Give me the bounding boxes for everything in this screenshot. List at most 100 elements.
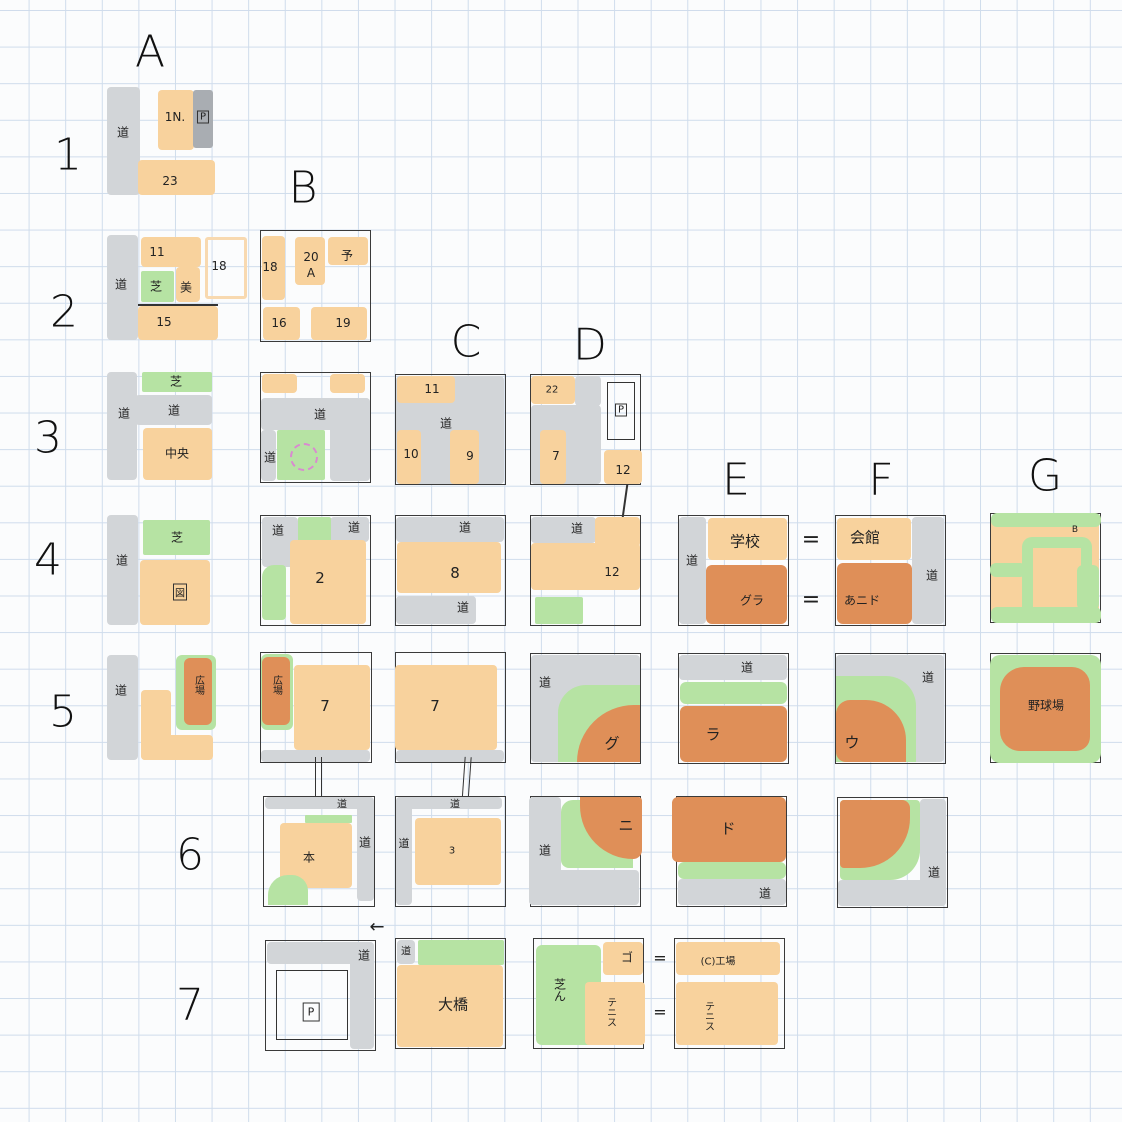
arrow-left-icon: ← xyxy=(369,916,385,938)
building-label: 7 xyxy=(320,697,330,715)
building-19 xyxy=(311,307,367,340)
building-7 xyxy=(540,430,566,484)
building-label: 12 xyxy=(615,463,631,477)
building-label: 11 xyxy=(149,245,165,259)
connector-line xyxy=(315,757,322,805)
row-header-2: 2 xyxy=(50,286,78,338)
road-label: 道 xyxy=(758,886,772,901)
building-23 xyxy=(138,160,215,195)
golf-building xyxy=(603,942,643,975)
road-label: 道 xyxy=(740,660,754,675)
road xyxy=(107,235,138,340)
road xyxy=(396,797,412,905)
road-label: 道 xyxy=(114,683,128,698)
road-label: 道 xyxy=(313,407,327,422)
column-header-f: F xyxy=(868,454,894,506)
building-label: 11 xyxy=(424,382,440,396)
column-header-b: B xyxy=(288,162,318,214)
block-frame xyxy=(263,796,375,907)
row-header-7: 7 xyxy=(176,979,204,1031)
block-frame xyxy=(530,374,641,485)
library-building xyxy=(140,560,210,625)
grass xyxy=(680,682,787,704)
building-label: 18 xyxy=(262,260,278,274)
grass-label: 芝ん xyxy=(552,978,567,1002)
road xyxy=(135,395,212,425)
building-7 xyxy=(395,665,497,750)
school-building xyxy=(708,518,787,560)
column-header-e: E xyxy=(722,454,750,506)
art-building xyxy=(176,267,200,302)
road xyxy=(838,880,946,906)
road-label: 道 xyxy=(927,865,941,880)
parking-icon: P xyxy=(196,110,210,124)
ground-label: グラ xyxy=(739,593,765,608)
road xyxy=(678,879,786,905)
building-label: 19 xyxy=(335,316,351,330)
golf-label: ゴ xyxy=(620,950,634,965)
block-frame xyxy=(260,515,371,626)
building-label: 7 xyxy=(430,697,440,715)
road-label: 道 xyxy=(538,843,552,858)
building-label: 12 xyxy=(604,565,620,579)
road-label: 道 xyxy=(456,600,470,615)
building-1n xyxy=(158,90,194,150)
baseball-label: 野球場 xyxy=(1027,698,1065,713)
tennis-label: テニス xyxy=(702,1001,714,1031)
block-frame xyxy=(530,515,641,626)
road xyxy=(107,87,140,195)
road xyxy=(107,655,138,760)
plaza-label: 広場 xyxy=(192,675,204,695)
grass xyxy=(298,517,331,542)
road-label: 道 xyxy=(925,568,939,583)
block-frame xyxy=(260,230,371,342)
road-label: 道 xyxy=(439,416,453,431)
ground-label: ウ xyxy=(844,733,860,752)
central-building xyxy=(143,428,212,480)
building-18 xyxy=(262,236,285,300)
ground-label: ラ xyxy=(705,725,721,744)
road xyxy=(679,655,787,680)
building-label: 15 xyxy=(156,315,172,329)
building-label: 8 xyxy=(450,564,460,582)
road-label: 道 xyxy=(398,837,410,850)
block-frame xyxy=(395,374,506,485)
ground-label: ニ xyxy=(618,816,634,835)
row-header-6: 6 xyxy=(176,829,204,881)
grass xyxy=(678,862,786,879)
block-frame xyxy=(837,797,948,908)
grass xyxy=(268,875,308,905)
road xyxy=(107,515,138,625)
road xyxy=(267,942,374,964)
road-label: 道 xyxy=(570,521,584,536)
road xyxy=(529,870,639,905)
building-label: 18 xyxy=(211,259,227,273)
building-label: 22 xyxy=(545,384,559,396)
road-label: 道 xyxy=(358,835,372,850)
ohashi-building xyxy=(397,965,503,1047)
road-label: 道 xyxy=(117,406,131,421)
building xyxy=(262,374,297,393)
column-header-a: A xyxy=(134,26,166,78)
block-frame xyxy=(835,515,946,626)
road xyxy=(396,517,504,542)
building-15 xyxy=(138,306,218,340)
ground xyxy=(837,563,912,624)
road-label: 道 xyxy=(685,553,699,568)
connector-equals: = xyxy=(653,948,667,968)
factory-label: (C)工場 xyxy=(700,956,736,968)
plaza xyxy=(184,658,212,725)
row-header-1: 1 xyxy=(54,129,82,181)
building-sublabel: A xyxy=(306,266,316,280)
road-label: 道 xyxy=(921,670,935,685)
hall-label: 会館 xyxy=(849,528,881,547)
road-label: 道 xyxy=(538,675,552,690)
block-frame xyxy=(674,938,785,1049)
building-label: 大橋 xyxy=(437,995,469,1014)
library-label: 図 xyxy=(173,583,187,601)
block-frame xyxy=(678,515,789,626)
grass-path xyxy=(1077,565,1099,610)
building-label: 16 xyxy=(271,316,287,330)
building-12 xyxy=(595,517,640,547)
ground xyxy=(680,706,787,762)
